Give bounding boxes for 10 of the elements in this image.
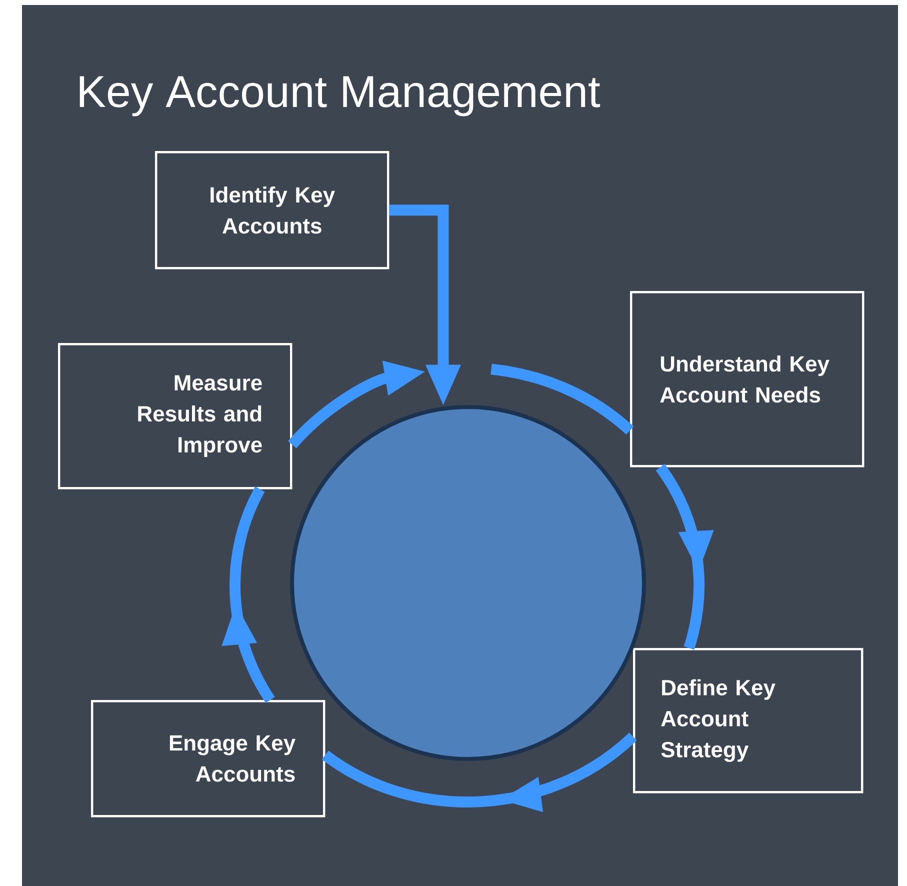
process-box: Measure Results and Improve — [58, 343, 292, 490]
process-box: Understand Key Account Needs — [630, 290, 864, 468]
arrow — [656, 464, 714, 650]
process-box: Define Key Account Strategy — [633, 648, 864, 794]
process-box: Engage Key Accounts — [91, 700, 326, 818]
arrow — [222, 486, 275, 703]
title: Key Account Management — [80, 76, 600, 116]
arc-line — [490, 364, 634, 435]
process-box: Identify Key Accounts — [155, 151, 390, 270]
arrow — [322, 732, 637, 812]
